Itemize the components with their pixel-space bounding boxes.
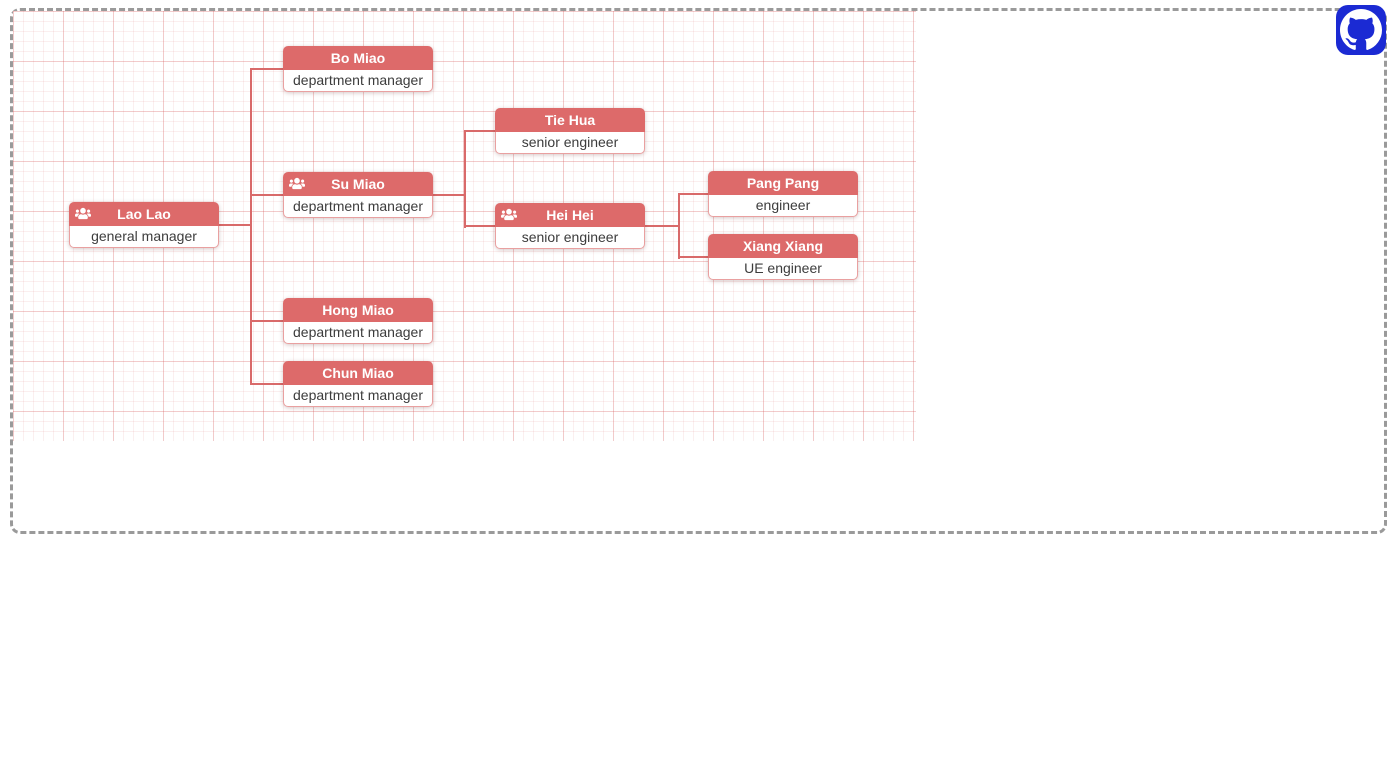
- org-node-title-bar: Hei Hei: [495, 203, 645, 227]
- connector-line: [678, 193, 680, 259]
- org-node-bo-miao[interactable]: Bo Miao department manager: [283, 46, 433, 92]
- org-node-title-bar: Lao Lao: [69, 202, 219, 226]
- employee-name: Bo Miao: [330, 50, 386, 66]
- employee-name: Su Miao: [331, 176, 385, 192]
- connector-line: [680, 256, 708, 258]
- employee-role: general manager: [69, 226, 219, 248]
- connector-line: [645, 225, 678, 227]
- employee-name: Hei Hei: [546, 207, 594, 223]
- employee-role: UE engineer: [708, 258, 858, 280]
- connector-line: [433, 194, 464, 196]
- org-node-title-bar: Chun Miao: [283, 361, 433, 385]
- employee-name: Pang Pang: [746, 175, 820, 191]
- org-node-su-miao[interactable]: Su Miao department manager: [283, 172, 433, 218]
- employee-role: department manager: [283, 196, 433, 218]
- org-node-tie-hua[interactable]: Tie Hua senior engineer: [495, 108, 645, 154]
- github-link[interactable]: [1336, 5, 1386, 55]
- employee-role: department manager: [283, 322, 433, 344]
- org-node-title-bar: Bo Miao: [283, 46, 433, 70]
- connector-line: [250, 68, 252, 385]
- org-node-hei-hei[interactable]: Hei Hei senior engineer: [495, 203, 645, 249]
- employee-role: department manager: [283, 385, 433, 407]
- connector-line: [252, 194, 283, 196]
- connector-line: [252, 320, 283, 322]
- employee-name: Tie Hua: [544, 112, 596, 128]
- users-icon: [289, 177, 305, 190]
- employee-name: Hong Miao: [322, 302, 394, 318]
- connector-line: [252, 383, 283, 385]
- org-node-title-bar: Tie Hua: [495, 108, 645, 132]
- org-node-title-bar: Hong Miao: [283, 298, 433, 322]
- org-node-lao-lao[interactable]: Lao Lao general manager: [69, 202, 219, 248]
- org-node-chun-miao[interactable]: Chun Miao department manager: [283, 361, 433, 407]
- org-node-hong-miao[interactable]: Hong Miao department manager: [283, 298, 433, 344]
- connector-line: [680, 193, 708, 195]
- employee-role: department manager: [283, 70, 433, 92]
- employee-role: senior engineer: [495, 132, 645, 154]
- orgchart-canvas[interactable]: Lao Lao general manager Bo Miao departme…: [13, 11, 916, 441]
- connector-line: [219, 224, 251, 226]
- users-icon: [75, 207, 91, 220]
- employee-role: engineer: [708, 195, 858, 217]
- users-icon: [501, 208, 517, 221]
- employee-name: Xiang Xiang: [742, 238, 824, 254]
- connector-line: [252, 68, 283, 70]
- employee-role: senior engineer: [495, 227, 645, 249]
- chart-container: Lao Lao general manager Bo Miao departme…: [10, 8, 1387, 534]
- connector-line: [466, 225, 495, 227]
- connector-line: [466, 130, 495, 132]
- employee-name: Chun Miao: [322, 365, 394, 381]
- org-node-title-bar: Su Miao: [283, 172, 433, 196]
- org-node-title-bar: Pang Pang: [708, 171, 858, 195]
- org-node-xiang-xiang[interactable]: Xiang Xiang UE engineer: [708, 234, 858, 280]
- org-node-pang-pang[interactable]: Pang Pang engineer: [708, 171, 858, 217]
- github-icon: [1340, 9, 1382, 50]
- org-node-title-bar: Xiang Xiang: [708, 234, 858, 258]
- employee-name: Lao Lao: [117, 206, 171, 222]
- connector-line: [464, 130, 466, 228]
